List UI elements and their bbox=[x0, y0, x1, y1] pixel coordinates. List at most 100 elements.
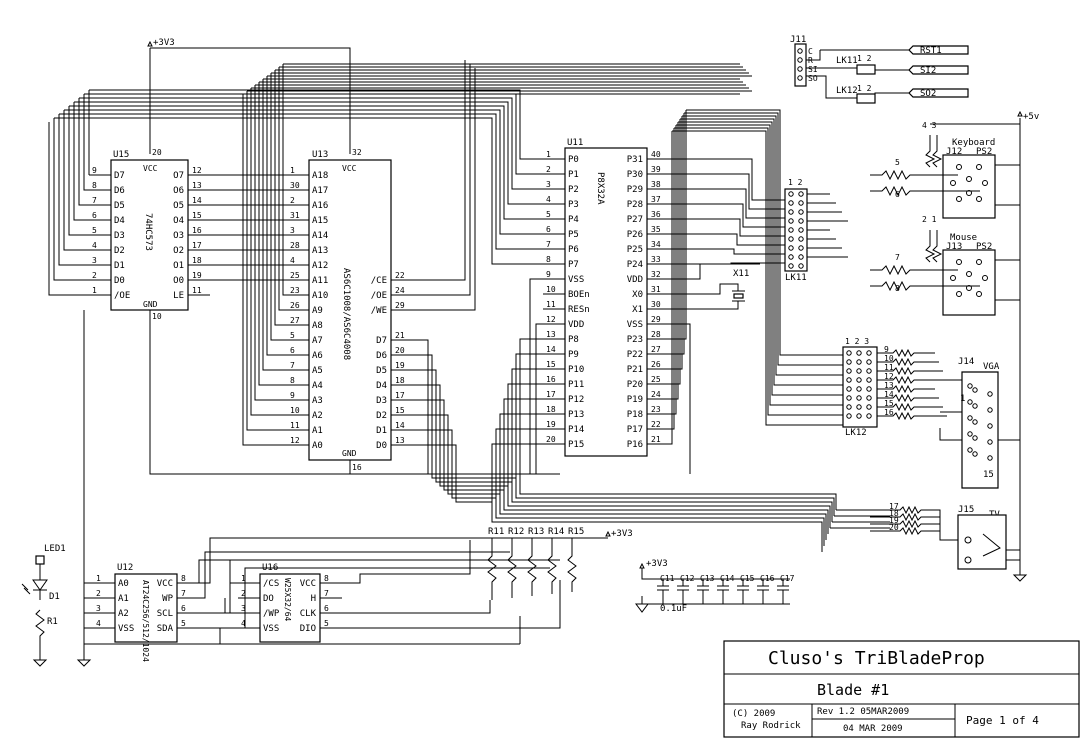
u11-right-num: 30 bbox=[651, 300, 661, 309]
net-wire bbox=[503, 398, 829, 534]
u13-left-num: 11 bbox=[290, 421, 300, 430]
net-wire bbox=[274, 70, 287, 326]
u11-left-name: VSS bbox=[568, 275, 584, 285]
vga-resistor-label: 16 bbox=[884, 408, 894, 417]
vga-pin bbox=[972, 403, 978, 409]
u11-left-name: P9 bbox=[568, 350, 579, 360]
u11-right-num: 36 bbox=[651, 210, 661, 219]
keyboard-ref: J12 bbox=[946, 147, 962, 157]
pullup-label: R15 bbox=[568, 527, 584, 537]
u13-left-name: A1 bbox=[312, 426, 323, 436]
u11-body bbox=[564, 147, 648, 457]
u11-right-name: X1 bbox=[632, 305, 643, 315]
v33-label-b: +3V3 bbox=[611, 529, 633, 539]
net-wire bbox=[511, 368, 833, 522]
vga-resistor bbox=[877, 366, 943, 376]
u11-right-num: 34 bbox=[651, 240, 661, 249]
u13-left-name: A4 bbox=[312, 381, 323, 391]
mouse-power bbox=[995, 259, 1020, 301]
keyboard-ps2-pin bbox=[976, 164, 982, 170]
net-wire bbox=[413, 64, 471, 296]
u11-right-num: 32 bbox=[651, 270, 661, 279]
mouse-ps2-pin bbox=[982, 275, 988, 281]
keyboard-res-a: 5 bbox=[895, 158, 900, 167]
u13-left-num: 8 bbox=[290, 376, 295, 385]
u12-body bbox=[114, 573, 178, 643]
net-wire bbox=[413, 354, 516, 479]
keyboard-series-b bbox=[870, 185, 980, 197]
u13-data-num: 21 bbox=[395, 331, 405, 340]
tv-resistor bbox=[870, 526, 958, 541]
u13-left-num: 9 bbox=[290, 391, 295, 400]
u13-ctrl-num: 29 bbox=[395, 301, 405, 310]
net-wire bbox=[413, 369, 512, 483]
net-wire bbox=[491, 443, 823, 552]
u12-pins-name: WP bbox=[162, 594, 173, 604]
lk12-top-ref: LK12 bbox=[836, 86, 858, 96]
led-ground bbox=[32, 659, 48, 667]
vga-resistor bbox=[877, 393, 939, 403]
v33-label-a: +3V3 bbox=[153, 38, 175, 48]
led-ref: LED1 bbox=[44, 544, 66, 554]
cap-label: C16 bbox=[760, 574, 775, 583]
cap-symbol bbox=[657, 579, 669, 604]
u11-right-num: 26 bbox=[651, 360, 661, 369]
u11-left-num: 20 bbox=[546, 435, 556, 444]
j11-body bbox=[794, 43, 807, 87]
lk12-pin bbox=[866, 413, 872, 419]
u13-left-num: 5 bbox=[290, 331, 295, 340]
net-wire bbox=[53, 118, 89, 281]
j11-pin-dot bbox=[797, 57, 803, 63]
u11-left-name: P12 bbox=[568, 395, 584, 405]
net-wire bbox=[58, 114, 89, 266]
u11-left-num: 9 bbox=[546, 270, 551, 279]
lk12-pin bbox=[856, 350, 862, 356]
cap-rail bbox=[639, 562, 790, 580]
u15-left-num: 1 bbox=[92, 286, 97, 295]
net-wire bbox=[74, 101, 543, 205]
led-circuit: LED1 D1 R1 bbox=[21, 544, 66, 667]
lk12-pin bbox=[866, 386, 872, 392]
lk12-pin bbox=[866, 368, 872, 374]
lk12-pin bbox=[846, 386, 852, 392]
net-wire bbox=[669, 203, 785, 228]
u11-right-name: P31 bbox=[627, 155, 643, 165]
net-wire bbox=[73, 102, 89, 221]
u16-pins-name: CLK bbox=[300, 609, 317, 619]
u15-gnd-pin: 10 bbox=[152, 312, 162, 321]
u11-right-name: X0 bbox=[632, 290, 643, 300]
net-wire bbox=[669, 218, 785, 237]
lk12-header: 1 2 3 LK12 bbox=[842, 337, 878, 438]
vga-pin1: 1 bbox=[960, 394, 965, 404]
net-wire bbox=[89, 89, 543, 160]
u11-left-name: BOEn bbox=[568, 290, 590, 300]
net-wire bbox=[515, 353, 835, 516]
lk12-pin bbox=[846, 377, 852, 383]
lk12-pin bbox=[856, 377, 862, 383]
u13-data-name: D7 bbox=[376, 336, 387, 346]
lk11-pin bbox=[788, 191, 794, 197]
lk11-pin-dots bbox=[788, 191, 848, 269]
net-wire bbox=[54, 117, 543, 265]
keyboard-ps2-pin bbox=[976, 196, 982, 202]
u11-right-num: 31 bbox=[651, 285, 661, 294]
u13-ctrl-name: /OE bbox=[371, 291, 387, 301]
u12-pins-num: 8 bbox=[181, 574, 186, 583]
keyboard-ps2-pin bbox=[982, 180, 988, 186]
tv-ground-symbol bbox=[1012, 574, 1028, 582]
u13-data-num: 14 bbox=[395, 421, 405, 430]
u15-right-name: O1 bbox=[173, 261, 184, 271]
ps2-detail bbox=[870, 135, 1020, 301]
u12-pins-name: VSS bbox=[118, 624, 134, 634]
lk11-pin bbox=[788, 218, 794, 224]
u15-left-num: 9 bbox=[92, 166, 97, 175]
u16-pins-name: H bbox=[311, 594, 316, 604]
net-wire bbox=[669, 110, 687, 340]
u15-part: 74HC573 bbox=[143, 213, 153, 251]
